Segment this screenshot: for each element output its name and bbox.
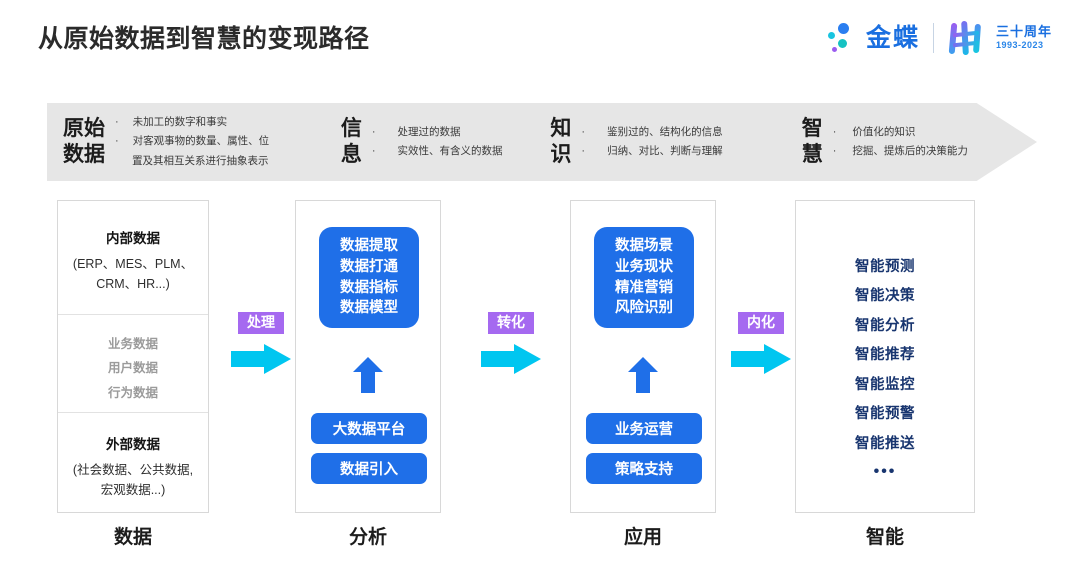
pipeline-label-analysis: 分析 bbox=[348, 527, 387, 548]
anniversary-label: 三十周年 bbox=[995, 24, 1052, 40]
application-box-item: 数据场景 bbox=[615, 238, 673, 255]
bullet-item: · 归纳、对比、判断与理解 bbox=[581, 143, 722, 160]
analysis-box-item: 数据指标 bbox=[340, 279, 398, 296]
application-main-box: 数据场景 业务现状 精准营销 风险识别 bbox=[594, 227, 694, 328]
bullet-dot-icon: · bbox=[115, 116, 119, 129]
connector-internalization: 内化 bbox=[724, 312, 798, 379]
banner-stage-bullets: · 处理过的数据 · 实效性、有含义的数据 bbox=[372, 124, 503, 160]
brand-divider bbox=[932, 23, 934, 53]
pipeline-label-application: 应用 bbox=[623, 527, 662, 548]
banner-stage-bullets: · 鉴别过的、结构化的信息 · 归纳、对比、判断与理解 bbox=[581, 124, 722, 160]
right-arrow-icon bbox=[731, 344, 791, 375]
banner-stage-raw-data: 原始 数据 · 未加工的数字和事实 · 对客观事物的数量、属性、位 置及其相互关… bbox=[47, 103, 325, 181]
bullet-item: · 挖掘、提炼后的决策能力 bbox=[833, 143, 968, 160]
application-box-item: 风险识别 bbox=[615, 300, 673, 317]
application-box-item: 业务现状 bbox=[615, 258, 673, 275]
pipeline-card-analysis: 数据提取 数据打通 数据指标 数据模型 大数据平台 数据引入 bbox=[295, 200, 441, 513]
data-type-item: 业务数据 bbox=[107, 337, 158, 351]
analysis-box-item: 数据模型 bbox=[340, 300, 398, 317]
pipeline-card-application: 数据场景 业务现状 精准营销 风险识别 业务运营 策略支持 bbox=[570, 200, 716, 513]
banner-stage-name: 知 识 bbox=[550, 116, 572, 166]
bullet-item: · 处理过的数据 bbox=[372, 124, 503, 141]
internal-data-title: 内部数据 bbox=[106, 231, 160, 246]
up-arrow-icon bbox=[353, 357, 383, 393]
banner-stage-wisdom: 智 慧 · 价值化的知识 · 挖掘、提炼后的决策能力 bbox=[786, 103, 1037, 181]
application-pill-strategy: 策略支持 bbox=[586, 453, 702, 484]
connector-processing: 处理 bbox=[224, 312, 298, 379]
bullet-item: · 鉴别过的、结构化的信息 bbox=[581, 124, 722, 141]
bullet-dot-icon: · bbox=[115, 135, 119, 148]
intelligence-item: 智能分析 bbox=[855, 317, 915, 334]
bullet-item: · 价值化的知识 bbox=[833, 124, 968, 141]
banner-stage-knowledge: 知 识 · 鉴别过的、结构化的信息 · 归纳、对比、判断与理解 bbox=[534, 103, 785, 181]
right-arrow-icon bbox=[231, 344, 291, 375]
banner-stage-name: 信 息 bbox=[340, 116, 362, 166]
bullet-dot-icon: · bbox=[832, 145, 837, 157]
bullet-item: · 实效性、有含义的数据 bbox=[372, 143, 503, 160]
connector-label: 内化 bbox=[738, 312, 784, 335]
connector-transformation: 转化 bbox=[474, 312, 548, 379]
brand-logo: 金蝶 三十周年 1993-2023 bbox=[827, 18, 1052, 58]
data-types-section: 业务数据 用户数据 行为数据 bbox=[58, 315, 208, 413]
intelligence-list: 智能预测 智能决策 智能分析 智能推荐 智能监控 智能预警 智能推送 ••• bbox=[796, 253, 974, 481]
bullet-dot-icon: · bbox=[832, 125, 837, 138]
external-data-title: 外部数据 bbox=[106, 437, 160, 452]
anniversary-text: 三十周年 1993-2023 bbox=[995, 24, 1052, 51]
bullet-item: · 未加工的数字和事实 bbox=[115, 114, 269, 131]
analysis-box-item: 数据提取 bbox=[340, 238, 398, 255]
pipeline-card-data: 内部数据 (ERP、MES、PLM、 CRM、HR...) 业务数据 用户数据 … bbox=[57, 200, 209, 513]
data-type-item: 用户数据 bbox=[107, 361, 158, 376]
maturity-banner-arrow: 原始 数据 · 未加工的数字和事实 · 对客观事物的数量、属性、位 置及其相互关… bbox=[47, 103, 1037, 181]
banner-stage-bullets: · 价值化的知识 · 挖掘、提炼后的决策能力 bbox=[833, 124, 968, 160]
bullet-dot-icon: · bbox=[371, 145, 376, 157]
intelligence-item: 智能推荐 bbox=[855, 347, 915, 364]
brand-name: 金蝶 bbox=[865, 23, 920, 52]
intelligence-item: 智能推送 bbox=[855, 435, 915, 452]
pipeline-card-intelligence: 智能预测 智能决策 智能分析 智能推荐 智能监控 智能预警 智能推送 ••• bbox=[795, 200, 975, 513]
kingdee-dots-icon bbox=[827, 22, 857, 54]
pipeline-label-data: 数据 bbox=[113, 527, 152, 548]
anniversary-years: 1993-2023 bbox=[995, 40, 1044, 51]
anniversary-mark-icon bbox=[947, 20, 987, 56]
application-box-item: 精准营销 bbox=[615, 279, 673, 296]
bullet-item: · 对客观事物的数量、属性、位 bbox=[115, 133, 269, 150]
pipeline: 内部数据 (ERP、MES、PLM、 CRM、HR...) 业务数据 用户数据 … bbox=[0, 200, 1080, 562]
intelligence-ellipsis: ••• bbox=[873, 462, 897, 480]
intelligence-item: 智能预测 bbox=[855, 259, 915, 275]
bullet-dot-spacer bbox=[115, 153, 118, 170]
connector-label: 转化 bbox=[488, 312, 534, 335]
bullet-dot-icon: · bbox=[581, 145, 586, 157]
right-arrow-icon bbox=[481, 344, 541, 375]
connector-label: 处理 bbox=[238, 312, 284, 335]
analysis-box-item: 数据打通 bbox=[340, 258, 398, 275]
intelligence-item: 智能预警 bbox=[855, 406, 915, 423]
internal-data-sub: (ERP、MES、PLM、 CRM、HR...) bbox=[72, 257, 194, 292]
up-arrow-icon bbox=[628, 357, 658, 393]
banner-stage-information: 信 息 · 处理过的数据 · 实效性、有含义的数据 bbox=[325, 103, 535, 181]
intelligence-item: 智能监控 bbox=[855, 376, 915, 393]
bullet-dot-icon: · bbox=[581, 125, 586, 138]
banner-stage-name: 智 慧 bbox=[801, 116, 823, 166]
analysis-main-box: 数据提取 数据打通 数据指标 数据模型 bbox=[319, 227, 419, 328]
intelligence-item: 智能决策 bbox=[855, 288, 915, 305]
banner-stage-name: 原始 数据 bbox=[63, 116, 105, 166]
pipeline-label-intelligence: 智能 bbox=[865, 527, 904, 548]
external-data-section: 外部数据 (社会数据、公共数据, 宏观数据...) bbox=[58, 413, 208, 512]
internal-data-section: 内部数据 (ERP、MES、PLM、 CRM、HR...) bbox=[58, 201, 208, 315]
page-title: 从原始数据到智慧的变现路径 bbox=[38, 25, 370, 53]
banner-stage-bullets: · 未加工的数字和事实 · 对客观事物的数量、属性、位 置及其相互关系进行抽象表… bbox=[115, 114, 269, 169]
data-type-item: 行为数据 bbox=[107, 385, 158, 400]
application-pill-operations: 业务运营 bbox=[586, 413, 702, 444]
external-data-sub: (社会数据、公共数据, 宏观数据...) bbox=[72, 463, 194, 498]
analysis-pill-platform: 大数据平台 bbox=[311, 413, 427, 444]
bullet-item: 置及其相互关系进行抽象表示 bbox=[115, 153, 269, 170]
bullet-dot-icon: · bbox=[371, 125, 376, 138]
analysis-pill-ingest: 数据引入 bbox=[311, 453, 427, 484]
